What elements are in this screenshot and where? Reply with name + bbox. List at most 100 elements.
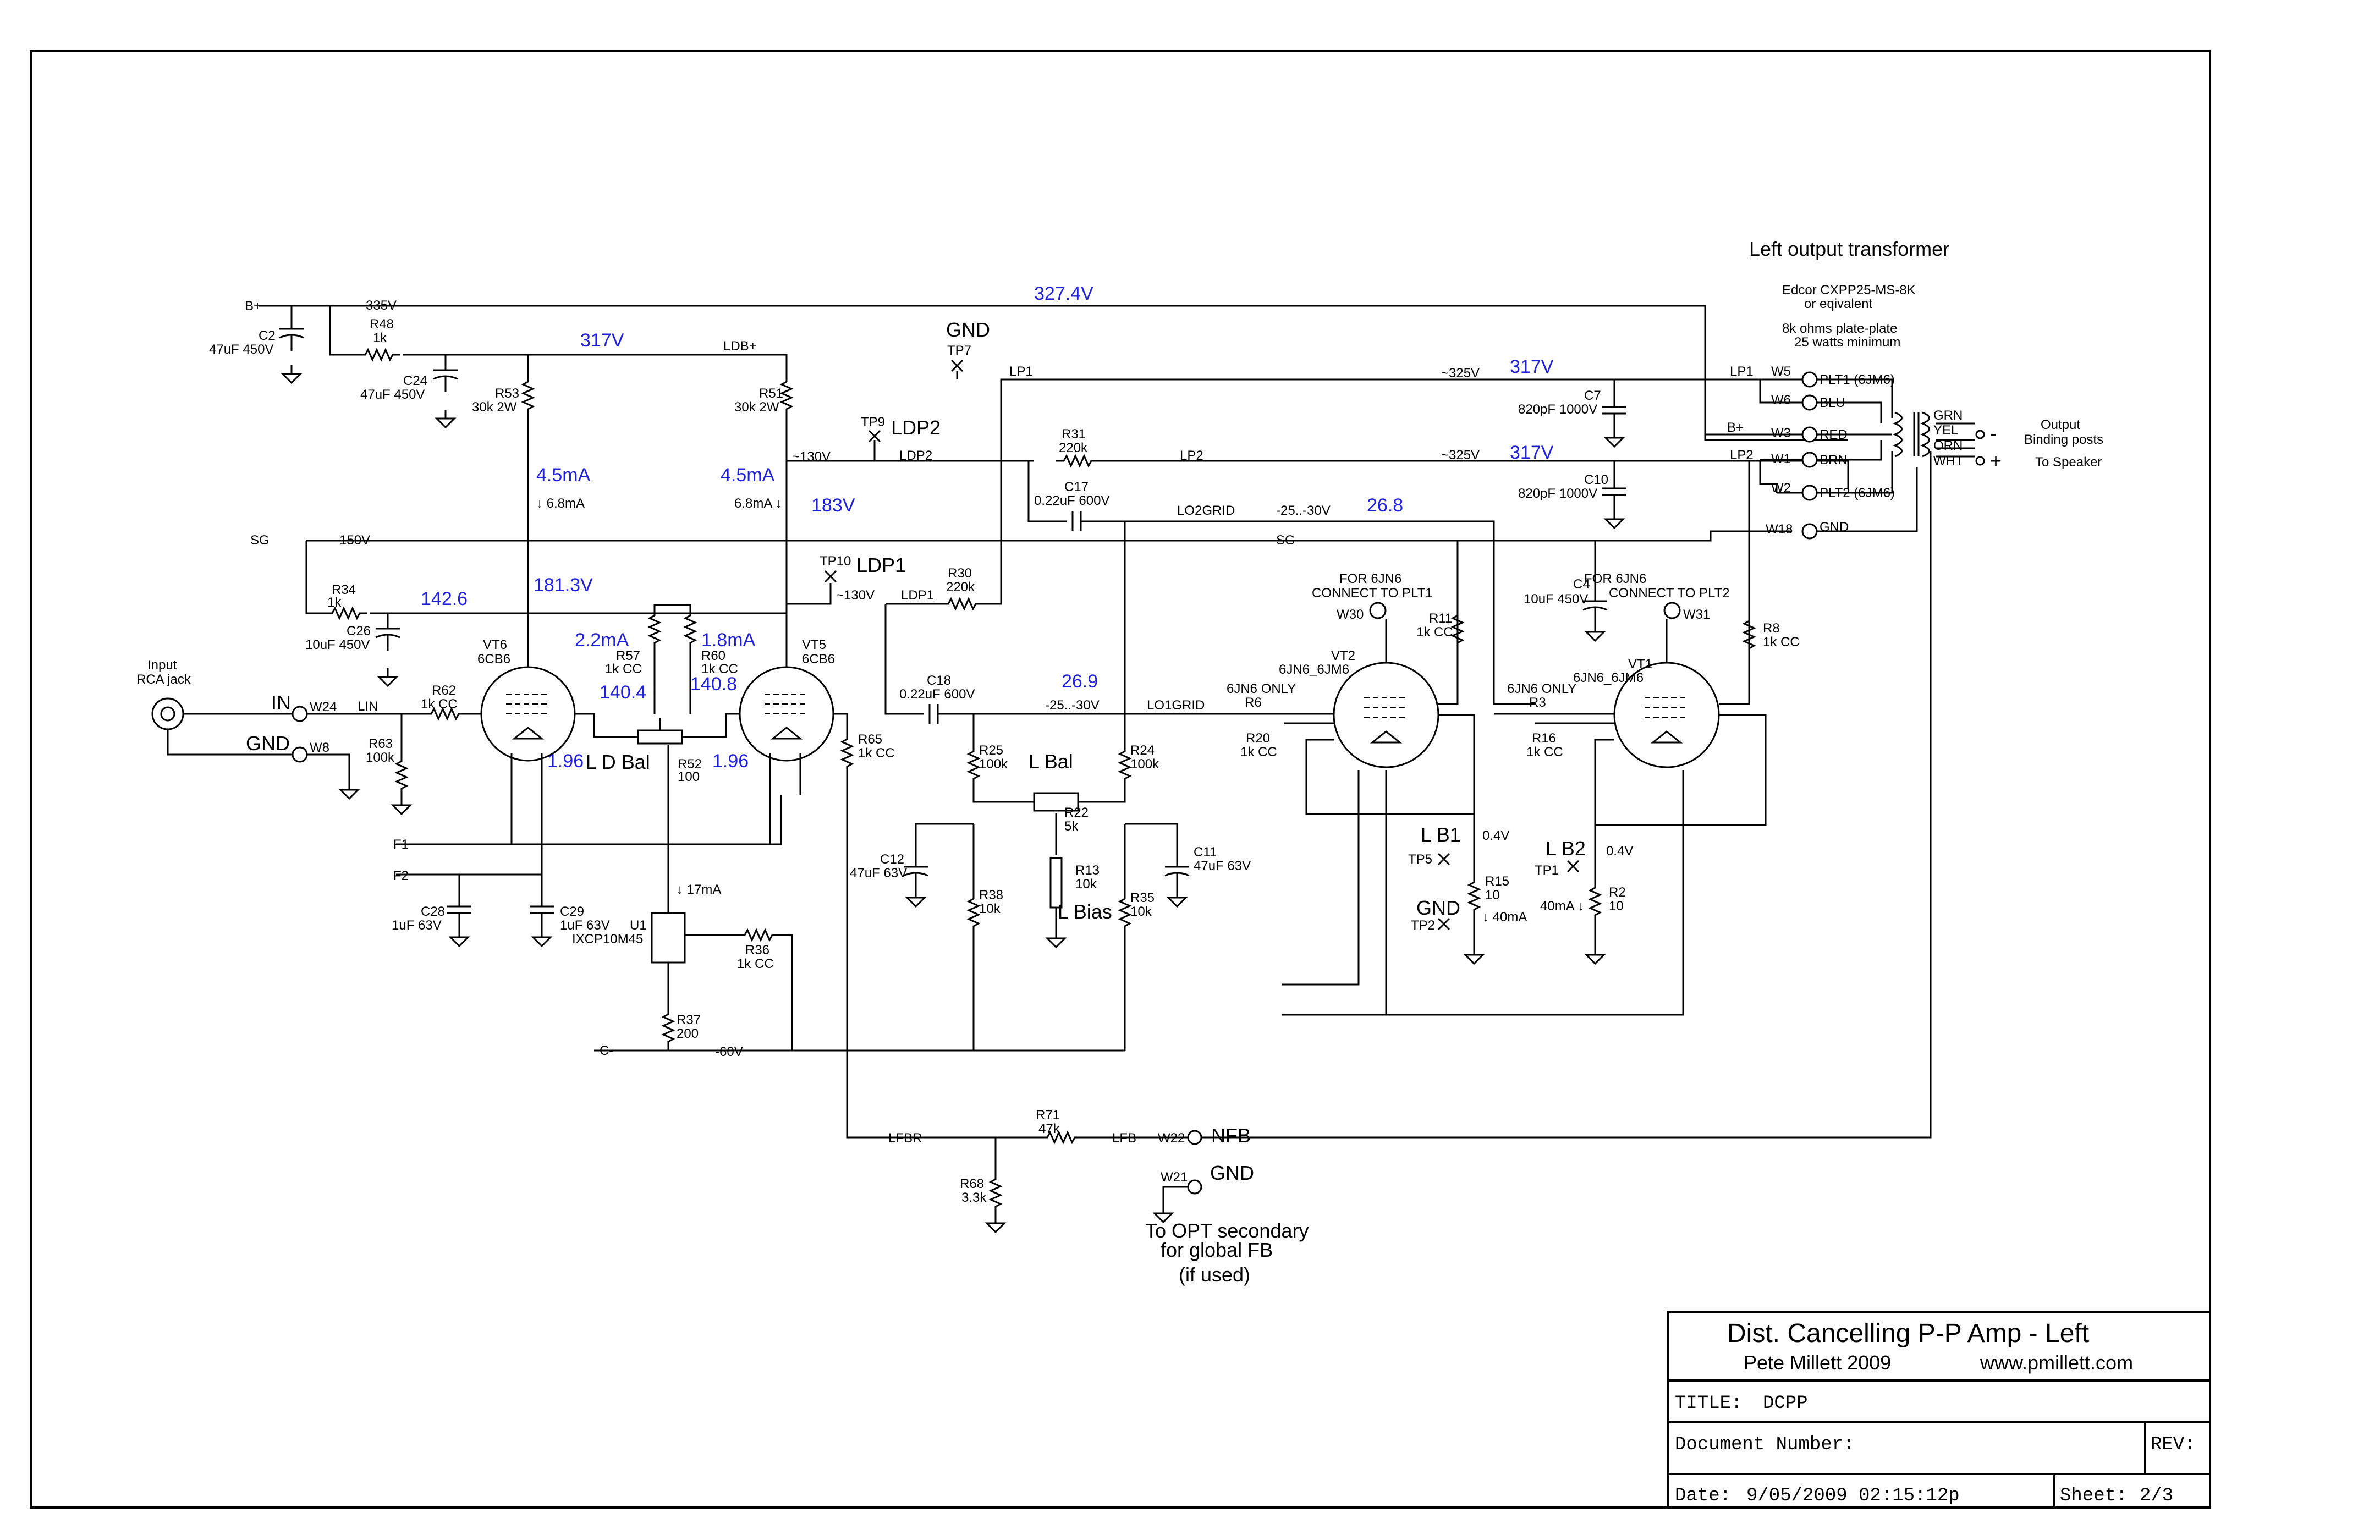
label: R35 [1130, 890, 1155, 905]
meas-183v: 183V [811, 495, 855, 516]
driver-plates [787, 359, 1849, 724]
meas-26-8: 26.8 [1367, 495, 1403, 516]
label: 47k [1038, 1121, 1060, 1136]
meas-317v-lp1: 317V [1510, 356, 1554, 377]
label: C2 [259, 328, 276, 343]
label: ↓ 17mA [677, 882, 721, 897]
label: L B1 [1421, 823, 1461, 846]
label: LDP2 [891, 416, 941, 439]
label: VT2 [1331, 648, 1355, 663]
tube-vt1 [1494, 461, 1767, 965]
label: Edcor CXPP25-MS-8K [1782, 283, 1916, 298]
label: W24 [310, 700, 337, 714]
label: GND [1820, 520, 1849, 535]
component-labels: Input RCA jack IN W24 LIN GND W8 R62 1k … [136, 238, 2103, 1286]
label: R71 [1036, 1108, 1060, 1123]
label: 6JN6_6JM6 [1279, 662, 1349, 677]
label: 25 watts minimum [1794, 335, 1900, 350]
label: YEL [1933, 423, 1958, 438]
label: 6JN6 ONLY [1227, 681, 1296, 696]
label: 1uF 63V [392, 918, 442, 933]
label: 6CB6 [477, 652, 510, 667]
label: C11 [1194, 845, 1217, 860]
label: 47uF 450V [209, 342, 273, 357]
rail-335v: 335V [366, 298, 397, 313]
label: GND [1416, 897, 1460, 919]
label: PLT2 (6JM6) [1820, 486, 1895, 501]
tube-vt5 [682, 649, 848, 844]
label: 10k [1075, 877, 1097, 892]
title-block-title-label: TITLE: [1675, 1393, 1742, 1414]
label: ORN [1933, 438, 1963, 453]
label: Input [147, 658, 177, 673]
label: To Speaker [2035, 455, 2102, 470]
label: PLT1 (6JM6) [1820, 372, 1895, 387]
label: C12 [880, 852, 904, 867]
label: RCA jack [136, 672, 191, 687]
label: 6JN6 ONLY [1507, 681, 1576, 696]
label: W18 [1766, 522, 1793, 537]
label: ~325V [1441, 366, 1480, 381]
label: 0.22uF 600V [899, 687, 975, 702]
label: TP7 [947, 343, 971, 358]
label: R25 [979, 743, 1003, 758]
rail-f1: F1 [393, 837, 409, 852]
label: LIN [358, 699, 378, 714]
label: TP9 [861, 415, 885, 430]
label: 1k CC [858, 746, 895, 761]
label: 1k [373, 331, 387, 345]
label: 10uF 450V [1524, 592, 1588, 607]
label: U1 [630, 918, 647, 933]
title-block-sheet-value: 2/3 [2140, 1486, 2173, 1506]
label: 1uF 63V [560, 918, 610, 933]
label: TP10 [820, 554, 851, 569]
label: IN [271, 691, 291, 714]
label: 100k [1130, 757, 1159, 772]
label: C24 [403, 373, 427, 388]
meas-4-5ma-vt6: 4.5mA [536, 465, 591, 486]
label: W22 [1158, 1131, 1185, 1146]
label: R20 [1246, 731, 1270, 746]
meas-4-5ma-vt5: 4.5mA [721, 465, 775, 486]
label: (if used) [1179, 1263, 1250, 1286]
rail-f2: F2 [393, 868, 409, 883]
label: R11 [1429, 611, 1452, 626]
label: SG [1276, 533, 1295, 548]
label: 1k CC [1240, 745, 1277, 760]
label: CONNECT TO PLT1 [1312, 586, 1433, 601]
label: R34 [332, 582, 356, 597]
label: FOR 6JN6 [1339, 571, 1401, 586]
label: 100k [979, 757, 1008, 772]
label: 0.22uF 600V [1034, 493, 1109, 508]
label: 6JN6_6JM6 [1573, 670, 1644, 685]
label: or eqivalent [1804, 296, 1872, 311]
title-block-date-value: 9/05/2009 02:15:12p [1746, 1486, 1960, 1506]
label: IXCP10M45 [572, 932, 643, 947]
title-block [1667, 1311, 2211, 1509]
title-block-author: Pete Millett 2009 [1744, 1351, 1891, 1374]
label: 1k CC [701, 662, 738, 676]
rail-ldbplus: LDB+ [723, 339, 757, 354]
label: 10k [1130, 904, 1152, 919]
label: FOR 6JN6 [1584, 571, 1646, 586]
label: R65 [858, 732, 882, 747]
label: 10uF 450V [305, 637, 370, 652]
label: R68 [960, 1176, 984, 1191]
label: CONNECT TO PLT2 [1609, 586, 1730, 601]
meas-327v: 327.4V [1034, 283, 1093, 304]
title-block-date-label: Date: [1675, 1486, 1731, 1506]
label: 3.3k [961, 1190, 987, 1205]
label: R48 [370, 317, 394, 332]
label: Left output transformer [1749, 238, 1949, 260]
label: 10 [1609, 899, 1624, 914]
label: LDP1 [901, 588, 934, 603]
label: W3 [1771, 426, 1791, 441]
label: GND [1210, 1162, 1254, 1184]
rail-cminus: C- [600, 1043, 613, 1058]
label: 1k [327, 595, 342, 610]
rail-bplus: B+ [245, 299, 261, 314]
label: R16 [1532, 731, 1556, 746]
input-jack [151, 697, 484, 815]
label: 1k CC [737, 956, 774, 971]
